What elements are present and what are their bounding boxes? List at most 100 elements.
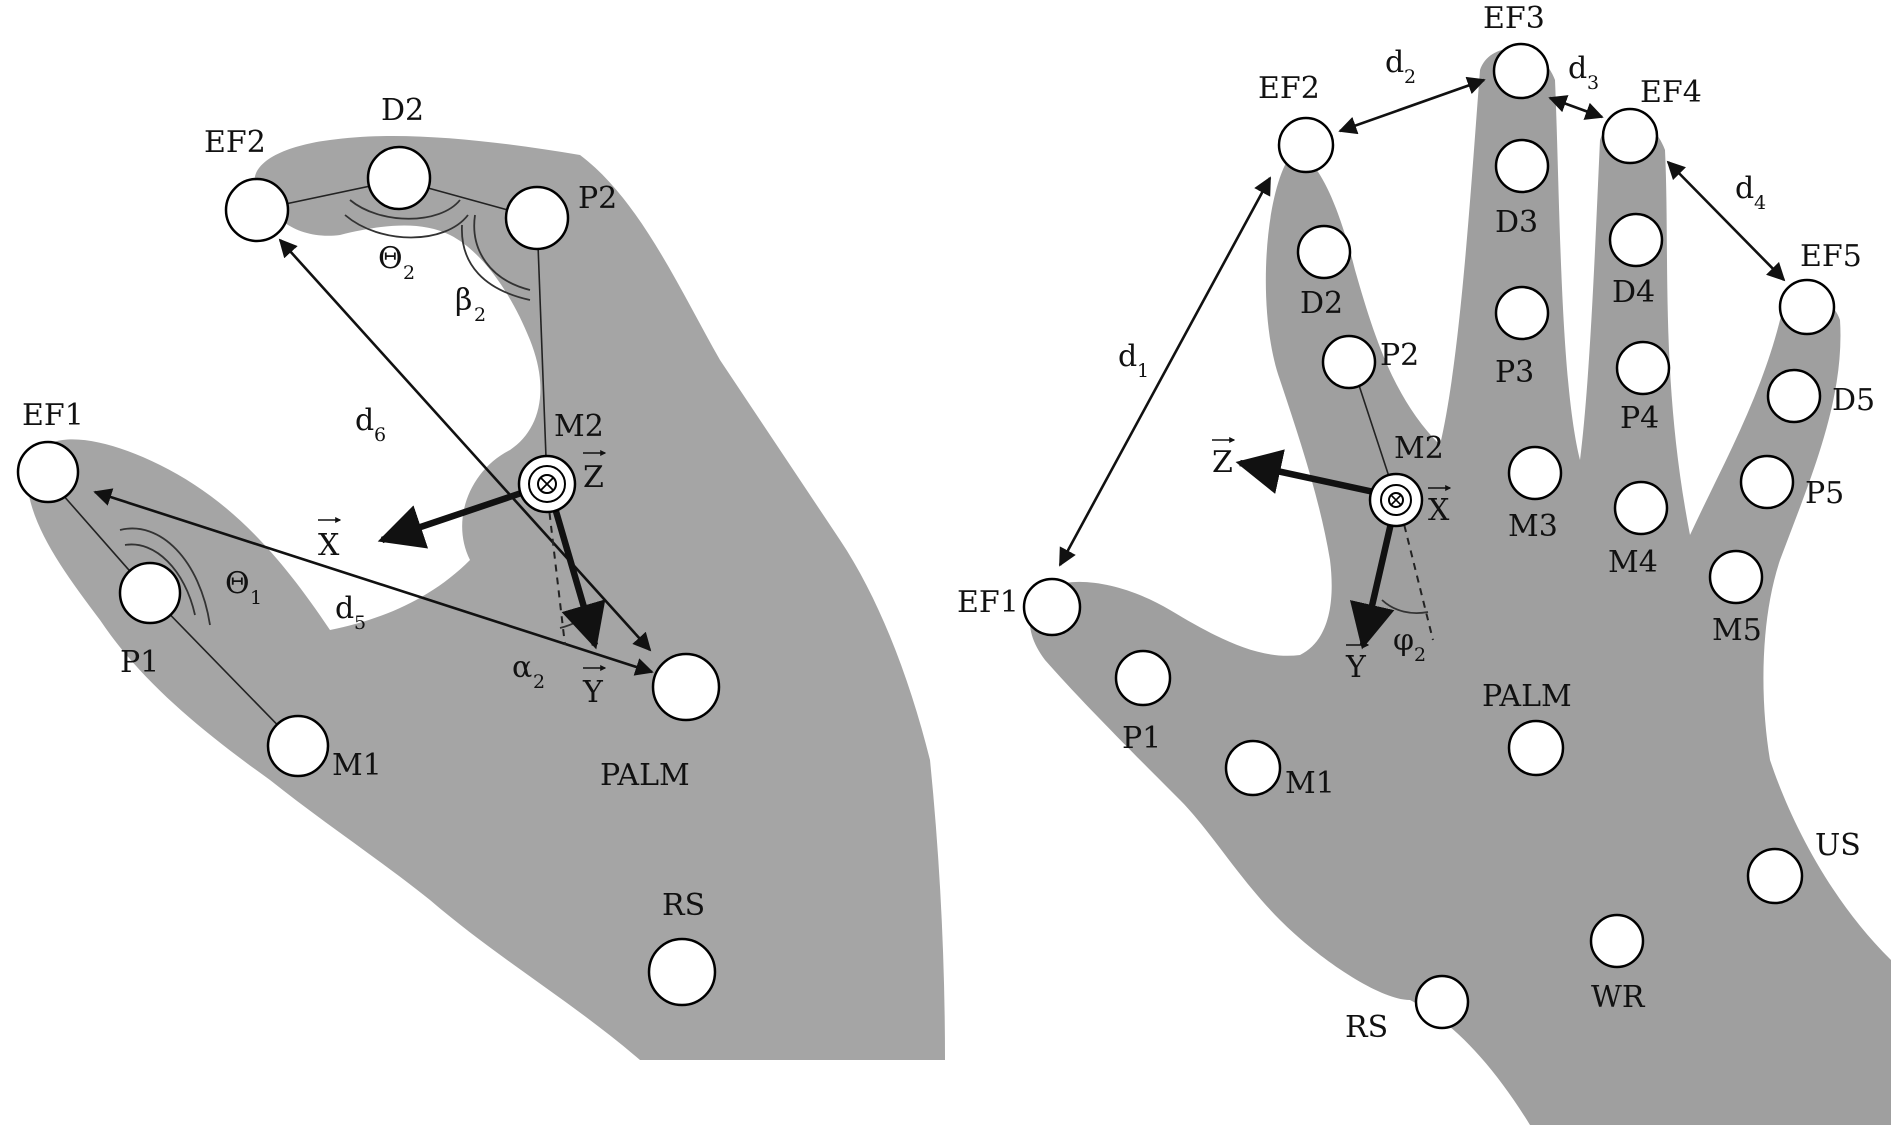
label-m2-right: M2: [1394, 431, 1444, 466]
svg-text:3: 3: [1587, 72, 1599, 94]
marker-ef1-right: [1022, 577, 1082, 637]
label-us-right: US: [1815, 828, 1861, 863]
svg-text:2: 2: [1414, 644, 1426, 666]
svg-text:2: 2: [474, 304, 486, 326]
label-axis-z-right: Z: [1212, 445, 1233, 480]
marker-d4-right: [1608, 212, 1664, 268]
svg-text:1: 1: [250, 587, 262, 609]
marker-ef1-left: [16, 440, 80, 504]
label-m1-left: M1: [332, 748, 382, 783]
label-d2-left: D2: [381, 93, 424, 128]
label-p2-left: P2: [578, 181, 617, 216]
svg-text:1: 1: [1137, 360, 1149, 382]
marker-m5-right: [1708, 549, 1764, 605]
label-axis-z-left: Z: [583, 460, 604, 495]
marker-p2-left: [504, 185, 570, 251]
label-d2-dist: d: [1385, 45, 1404, 80]
svg-text:6: 6: [374, 424, 386, 446]
label-axis-x-right: X: [1428, 493, 1450, 528]
label-p5-right: P5: [1805, 476, 1844, 511]
label-d5-right: D5: [1832, 383, 1875, 418]
label-ef1-left: EF1: [22, 398, 84, 433]
label-ef2-right: EF2: [1258, 71, 1320, 106]
label-d3-right: D3: [1495, 205, 1538, 240]
marker-p4-right: [1615, 340, 1671, 396]
svg-text:2: 2: [1404, 66, 1416, 88]
marker-m1-right: [1224, 739, 1282, 797]
label-phi2: φ: [1393, 623, 1414, 658]
label-alpha2: α: [512, 650, 532, 685]
label-ef2-left: EF2: [204, 125, 266, 160]
marker-palm-left: [651, 652, 721, 722]
label-p1-right: P1: [1122, 721, 1161, 756]
label-theta1: Θ: [225, 566, 250, 601]
label-d4-right: D4: [1612, 275, 1655, 310]
label-m4-right: M4: [1608, 545, 1658, 580]
label-d5: d: [335, 591, 354, 626]
label-ef3-right: EF3: [1483, 1, 1545, 36]
label-axis-y-left: Y: [582, 675, 604, 710]
marker-p3-right: [1494, 285, 1550, 341]
svg-text:5: 5: [354, 612, 366, 634]
label-d3-dist: d: [1568, 51, 1587, 86]
label-p3-right: P3: [1495, 355, 1534, 390]
marker-p2-right: [1321, 334, 1377, 390]
marker-p5-right: [1739, 454, 1795, 510]
marker-d3-right: [1494, 138, 1550, 194]
label-d2-right: D2: [1300, 286, 1343, 321]
arc-theta2-b: [344, 214, 469, 239]
arrow-d2: [1338, 76, 1486, 135]
label-theta2: Θ: [378, 241, 403, 276]
marker-ef4-right: [1601, 107, 1659, 165]
marker-d2-right: [1296, 224, 1352, 280]
label-ef1-right: EF1: [957, 585, 1019, 620]
label-p2-right: P2: [1380, 338, 1419, 373]
marker-p1-right: [1114, 649, 1172, 707]
arrow-d3: [1548, 95, 1604, 120]
marker-ef5-right: [1778, 278, 1836, 336]
arrow-d1: [1058, 176, 1272, 567]
marker-m1-left: [266, 714, 330, 778]
marker-palm-right: [1507, 719, 1565, 777]
arc-theta2: [349, 199, 461, 220]
label-d1: d: [1118, 339, 1137, 374]
label-palm-left: PALM: [600, 758, 690, 793]
label-m3-right: M3: [1508, 509, 1558, 544]
label-palm-right: PALM: [1482, 679, 1572, 714]
marker-d2-left: [366, 145, 432, 211]
marker-us-right: [1746, 847, 1804, 905]
label-p1-left: P1: [120, 645, 159, 680]
label-axis-y-right: Y: [1345, 650, 1367, 685]
left-hand-group: EF1 P1 M1 EF2 D2 P2 M2 PALM RS Θ 1 Θ 2 β…: [16, 93, 945, 1061]
label-m5-right: M5: [1712, 613, 1762, 648]
label-axis-x-left: X: [318, 528, 340, 563]
marker-p1-left: [118, 561, 182, 625]
label-rs-left: RS: [662, 888, 705, 923]
marker-rs-right: [1414, 974, 1470, 1030]
label-p4-right: P4: [1620, 401, 1659, 436]
marker-ef2-left: [224, 177, 290, 243]
label-wr-right: WR: [1591, 980, 1646, 1015]
label-m1-right: M1: [1285, 766, 1335, 801]
arrow-d4: [1666, 160, 1786, 282]
marker-ef2-right: [1277, 116, 1335, 174]
label-rs-right: RS: [1345, 1010, 1388, 1045]
dashed-reference-phi2: [1397, 499, 1434, 641]
marker-m3-right: [1507, 445, 1563, 501]
right-hand-silhouette: [1029, 48, 1891, 1125]
label-m2-left: M2: [554, 409, 604, 444]
svg-text:4: 4: [1754, 192, 1766, 214]
label-ef5-right: EF5: [1800, 239, 1862, 274]
label-ef4-right: EF4: [1640, 75, 1702, 110]
svg-text:2: 2: [403, 262, 415, 284]
right-hand-group: EF1 P1 M1 EF2 D2 P2 M2 EF3 D3 P3 M3 EF4 …: [957, 1, 1891, 1125]
label-d6: d: [355, 403, 374, 438]
marker-wr-right: [1589, 913, 1645, 969]
marker-d5-right: [1766, 368, 1822, 424]
arrow-d6: [278, 238, 652, 652]
marker-m4-right: [1613, 480, 1669, 536]
marker-ef3-right: [1492, 42, 1550, 100]
svg-text:2: 2: [533, 671, 545, 693]
